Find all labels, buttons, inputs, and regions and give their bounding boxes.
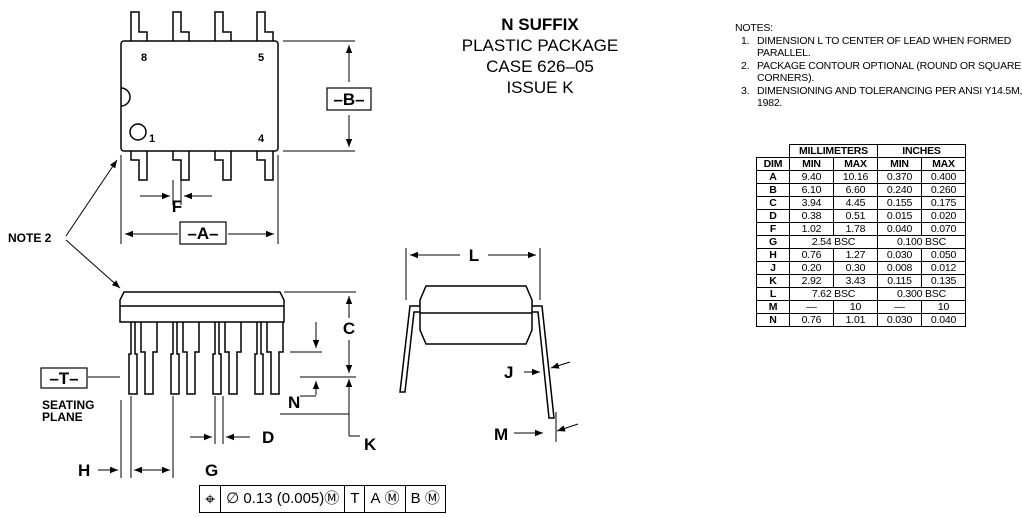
side-view <box>88 291 360 478</box>
datum-t-box <box>40 367 88 389</box>
pin-4-label: 4 <box>258 133 265 145</box>
end-lead-left <box>399 305 420 393</box>
dim-g-label: G <box>205 461 218 480</box>
dimension-table: MILLIMETERS INCHES DIM MIN MAX MIN MAX A… <box>756 144 966 327</box>
end-lead-right <box>532 305 555 419</box>
title-suffix: N SUFFIX <box>501 15 579 34</box>
datum-b-box <box>326 87 372 111</box>
top-pins-lower <box>130 151 274 181</box>
dim-f-label: F <box>172 197 182 216</box>
header-mm-min: MIN <box>789 157 834 171</box>
pin-1-label: 1 <box>149 133 155 145</box>
header-in-max: MAX <box>921 157 966 171</box>
mmc-modifier-icon: Ⓜ <box>424 490 440 507</box>
header-inches: INCHES <box>877 144 966 158</box>
header-mm-max: MAX <box>833 157 878 171</box>
notes-heading: NOTES: <box>735 22 773 34</box>
header-dim: DIM <box>756 157 790 171</box>
title-block: N SUFFIX PLASTIC PACKAGE CASE 626–05 ISS… <box>440 14 640 98</box>
dim-l-label: L <box>469 246 479 265</box>
note-item: 1.DIMENSION L TO CENTER OF LEAD WHEN FOR… <box>741 34 1012 60</box>
note-item: 2.PACKAGE CONTOUR OPTIONAL (ROUND OR SQU… <box>741 59 1022 85</box>
seating-label-1: SEATING <box>42 398 94 412</box>
note2-leaders <box>65 159 121 289</box>
fcf-datum-t: T <box>344 486 364 512</box>
dim-n-label: N <box>288 393 300 412</box>
title-case: CASE 626–05 <box>486 57 594 76</box>
dim-k-label: K <box>364 435 377 454</box>
dim-h-label: H <box>78 461 90 480</box>
dim-j-label: J <box>504 363 513 382</box>
fcf-datum-a: A Ⓜ <box>364 486 404 512</box>
side-body <box>119 291 285 323</box>
note-item: 3.DIMENSIONING AND TOLERANCING PER ANSI … <box>741 84 1022 110</box>
mmc-modifier-icon: Ⓜ <box>324 490 340 507</box>
dim-m-label: M <box>494 425 508 444</box>
table-row: M—10—10 <box>756 300 966 314</box>
datum-t-label: –T– <box>49 369 78 388</box>
top-view <box>120 11 355 244</box>
dim-c-label: C <box>343 319 355 338</box>
datum-b-label: –B– <box>333 90 364 109</box>
fcf-datum-b-letter: B <box>410 490 421 507</box>
pin-8-label: 8 <box>141 52 147 64</box>
note2-label: NOTE 2 <box>8 231 52 245</box>
fcf-datum-a-letter: A <box>370 490 381 507</box>
notes-block: NOTES: 1.DIMENSION L TO CENTER OF LEAD W… <box>735 22 1022 110</box>
side-pins <box>128 322 284 395</box>
pin-5-label: 5 <box>258 52 264 64</box>
feature-control-frame: ⌖ ∅ 0.13 (0.005) Ⓜ T A Ⓜ B Ⓜ <box>199 485 446 513</box>
datum-a-box <box>179 221 227 245</box>
header-in-min: MIN <box>877 157 922 171</box>
fcf-tolerance-value: ∅ 0.13 (0.005) <box>226 490 325 507</box>
top-pins-upper <box>130 11 274 41</box>
pin1-dot <box>129 123 147 141</box>
end-body <box>419 285 533 345</box>
title-package: PLASTIC PACKAGE <box>461 36 619 55</box>
pin1-notch <box>120 87 131 107</box>
seating-label-2: PLANE <box>42 410 83 424</box>
fcf-tolerance: ∅ 0.13 (0.005) Ⓜ <box>220 486 344 512</box>
header-millimeters: MILLIMETERS <box>789 144 878 158</box>
datum-a-label: –A– <box>187 224 218 243</box>
dim-d-label: D <box>262 428 274 447</box>
position-tolerance-icon: ⌖ <box>205 489 216 509</box>
fcf-datum-b: B Ⓜ <box>404 486 445 512</box>
end-view <box>399 248 579 442</box>
top-body <box>120 40 279 152</box>
mmc-modifier-icon: Ⓜ <box>384 490 400 507</box>
title-issue: ISSUE K <box>506 78 574 97</box>
